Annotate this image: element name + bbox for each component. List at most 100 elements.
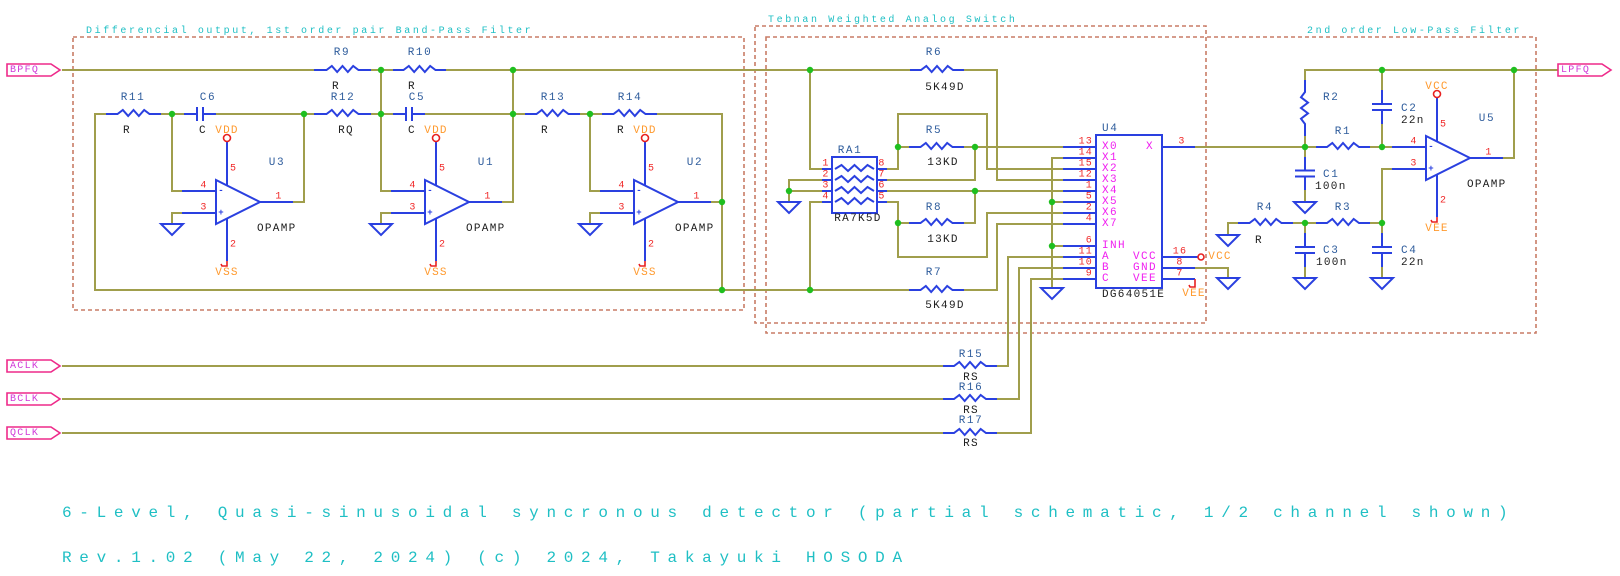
resistor-zigzag-icon	[1299, 80, 1310, 136]
value-label: R	[408, 81, 416, 93]
port-label: BCLK	[10, 394, 39, 405]
junction-dot	[1378, 219, 1386, 227]
opamp-triangle-icon	[633, 178, 681, 226]
resistor-zigzag-icon	[909, 141, 964, 151]
pin-number: 9	[1086, 269, 1093, 280]
switch-block-frame	[754, 25, 1207, 324]
supply-terminal-icon	[222, 133, 232, 143]
value-label: R	[617, 125, 625, 137]
reference-label: C3	[1323, 245, 1339, 257]
pin-name: X0	[1102, 141, 1118, 153]
reference-label: R11	[121, 92, 146, 104]
supply-hook-icon	[1430, 217, 1438, 223]
resistor-zigzag-icon	[909, 284, 964, 294]
resistor-network-body	[831, 156, 878, 214]
reference-label: R15	[959, 349, 984, 361]
reference-label: R9	[334, 47, 350, 59]
junction-dot	[377, 110, 385, 118]
supply-net-label: VCC	[1425, 81, 1448, 93]
reference-label: C2	[1401, 103, 1417, 115]
reference-label: R2	[1323, 92, 1339, 104]
reference-label: R8	[926, 202, 942, 214]
pin-number: 10	[1079, 258, 1093, 269]
pin-number: 3	[1178, 137, 1185, 148]
wire	[997, 256, 1063, 367]
pin-number: 5	[230, 164, 237, 175]
reference-label: C1	[1323, 169, 1339, 181]
reference-label: R7	[926, 267, 942, 279]
junction-dot	[377, 66, 385, 74]
value-label: C	[408, 125, 416, 137]
resistor-zigzag-icon	[834, 174, 875, 184]
inverting-sign: -	[1428, 142, 1433, 152]
value-label: R	[123, 125, 131, 137]
supply-net-label: VDD	[215, 125, 238, 137]
port-bpfq: BPFQ	[6, 63, 62, 77]
resistor-r2: R2	[1299, 80, 1339, 136]
wire	[788, 179, 822, 202]
value-label: 100n	[1316, 257, 1348, 269]
inverting-sign: -	[218, 186, 223, 196]
junction-dot	[509, 66, 517, 74]
junction-dot	[1048, 198, 1056, 206]
value-label: 13KD	[927, 234, 959, 246]
value-label: 100n	[1315, 181, 1347, 193]
reference-label: C4	[1401, 245, 1417, 257]
reference-label: U1	[478, 157, 494, 169]
part-label: OPAMP	[466, 223, 506, 235]
value-label: RA7K5D	[834, 213, 881, 225]
supply-net-label: VDD	[633, 125, 656, 137]
pin-number: 2	[1440, 196, 1447, 207]
wire	[887, 147, 976, 181]
opamp-triangle-icon	[215, 178, 263, 226]
resistor-zigzag-icon	[525, 108, 580, 118]
pin-number: 2	[439, 240, 446, 251]
reference-label: R17	[959, 415, 984, 427]
noninverting-sign: +	[1428, 164, 1433, 174]
resistor-zigzag-icon	[1316, 217, 1370, 227]
port-label: QCLK	[10, 428, 39, 439]
port-label: ACLK	[10, 361, 39, 372]
resistor-zigzag-icon	[314, 108, 371, 118]
reference-label: C5	[409, 92, 425, 104]
reference-label: U3	[269, 157, 285, 169]
resistor-r9: R9R	[314, 47, 371, 93]
pin-number: 3	[200, 203, 207, 214]
block-frames: Differencial output, 1st order pair Band…	[72, 14, 1537, 334]
value-label: RQ	[338, 125, 354, 137]
value-label: RS	[963, 405, 979, 417]
value-label: 22n	[1401, 115, 1425, 127]
pin-number: 5	[648, 164, 655, 175]
value-label: 13KD	[927, 157, 959, 169]
resistor-zigzag-icon	[909, 217, 964, 227]
supply-terminal-icon	[1197, 253, 1205, 261]
supply-hook-icon	[429, 261, 437, 267]
junction-dot	[1048, 242, 1056, 250]
resistor-r1: R1	[1316, 126, 1370, 151]
resistor-zigzag-icon	[834, 163, 875, 173]
ground-icon	[1214, 234, 1242, 248]
supply-hook-icon	[1188, 279, 1196, 288]
reference-label: R16	[959, 382, 984, 394]
pin-number: 2	[822, 170, 829, 181]
resistor-zigzag-icon	[943, 427, 997, 437]
pin-name: X7	[1102, 218, 1118, 230]
inverting-sign: -	[636, 186, 641, 196]
wire	[1227, 222, 1238, 235]
resistor-zigzag-icon	[943, 393, 997, 403]
junction-dot	[894, 143, 902, 151]
value-label: C	[199, 125, 207, 137]
ground-icon	[1038, 287, 1066, 301]
supply-net-label: VCC	[1208, 251, 1231, 263]
ground-icon	[1291, 201, 1319, 215]
